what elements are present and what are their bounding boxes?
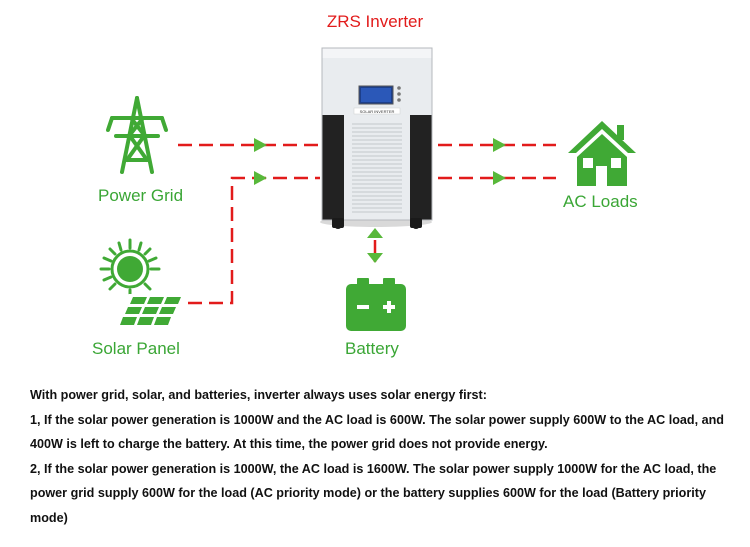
label-battery: Battery (345, 339, 399, 358)
inverter-cabinet: SOLAR INVERTER (320, 47, 433, 229)
description-case-1: 1, If the solar power generation is 1000… (30, 412, 724, 452)
label-solar-panel: Solar Panel (92, 339, 180, 358)
label-power-grid: Power Grid (98, 186, 184, 205)
arrow-down-icon (367, 253, 383, 263)
battery-icon (346, 278, 406, 331)
arrow-right-icon (493, 138, 506, 152)
description-intro: With power grid, solar, and batteries, i… (30, 388, 487, 402)
inverter-vent (352, 123, 402, 213)
label-ac-loads: AC Loads (563, 192, 638, 211)
system-diagram: SOLAR INVERTER (99, 47, 636, 331)
diagram-title: ZRS Inverter (326, 12, 424, 31)
description-case-2: 2, If the solar power generation is 1000… (30, 461, 717, 525)
arrow-right-icon (493, 171, 506, 185)
arrow-right-icon (254, 138, 267, 152)
flow-arrows (254, 138, 506, 263)
solar-to-inverter-line (188, 176, 320, 305)
flow-lines (178, 143, 556, 305)
inverter-wheels (332, 218, 422, 229)
description-text: With power grid, solar, and batteries, i… (30, 383, 742, 530)
arrow-right-icon (254, 171, 267, 185)
transmission-tower-icon (106, 96, 168, 174)
sun-solar-panel-icon (99, 238, 185, 330)
arrow-up-icon (367, 228, 383, 238)
house-icon (568, 121, 636, 186)
inverter-badge: SOLAR INVERTER (360, 109, 395, 114)
